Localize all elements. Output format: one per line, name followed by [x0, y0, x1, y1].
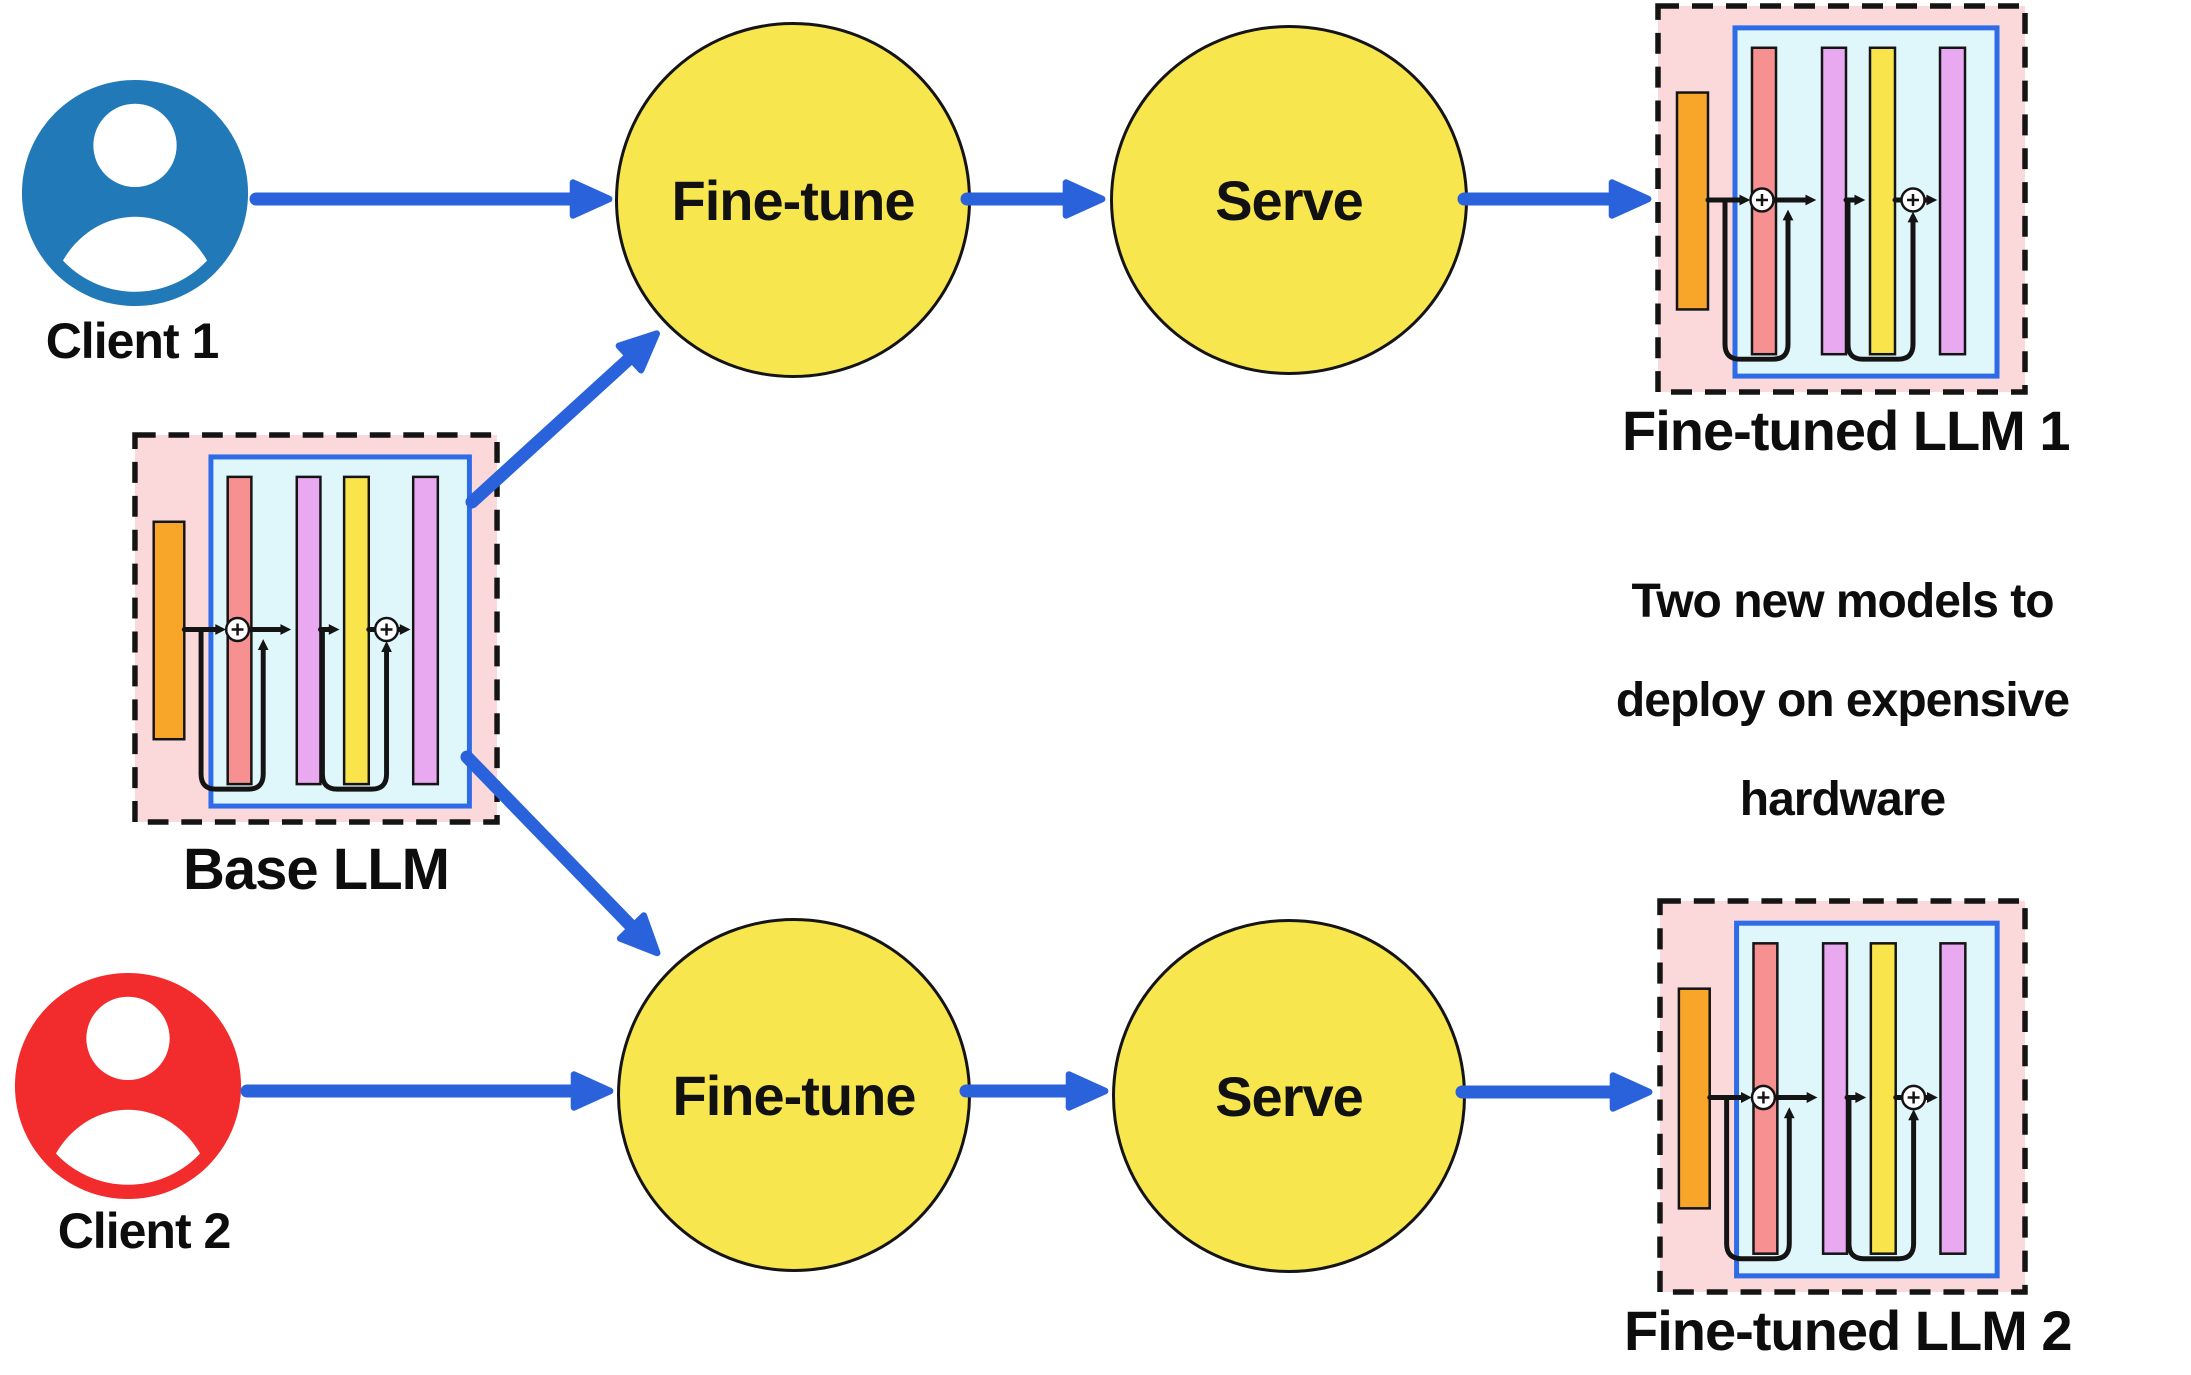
residual-skip-loop	[198, 627, 269, 792]
serve-node-1: Serve	[1110, 25, 1468, 375]
annotation-line-3: hardware	[1739, 773, 1946, 826]
plus-in-circle-icon	[1749, 187, 1926, 213]
finetune-node-2-label: Fine-tune	[672, 1063, 917, 1127]
annotation-line-1: Two new models to	[1631, 575, 2054, 628]
finetune-node-1: Fine-tune	[615, 22, 971, 378]
ffn-bar	[1869, 942, 1897, 1255]
llm-flow-lines	[1705, 194, 1938, 362]
ffn-bar	[1868, 46, 1897, 356]
annotation-text: Two new models to deploy on expensive ha…	[1575, 552, 2110, 849]
client1-avatar	[16, 74, 254, 312]
embedding-bar	[152, 520, 186, 741]
avatar-head	[86, 996, 170, 1081]
base-llm-label: Base LLM	[183, 837, 450, 902]
avatar-shoulders	[49, 216, 221, 292]
plus-in-circle-icon	[1750, 1084, 1927, 1111]
ffn-bar	[342, 475, 371, 786]
serve-node-2: Serve	[1112, 919, 1466, 1273]
plus-in-circle-icon	[224, 616, 400, 643]
llm-diagram	[132, 432, 500, 825]
layer-bar	[295, 475, 322, 786]
llm-flow-lines	[181, 624, 411, 792]
avatar-head	[93, 103, 177, 188]
serve-node-1-label: Serve	[1215, 168, 1364, 232]
finetune-node-2: Fine-tune	[617, 918, 971, 1272]
residual-skip-loop	[1845, 197, 1919, 362]
residual-skip-loop	[1722, 197, 1794, 362]
client1-label: Client 1	[45, 313, 220, 369]
layer-bar	[1939, 942, 1967, 1255]
serve-node-2-label: Serve	[1215, 1064, 1364, 1128]
finetuned-llm1-box	[1655, 3, 2028, 395]
annotation-line-2: deploy on expensive	[1615, 674, 2070, 727]
layer-bar	[1821, 942, 1849, 1255]
residual-skip-loop	[1846, 1094, 1920, 1262]
layer-bar	[411, 475, 440, 786]
llm-diagram	[1657, 898, 2028, 1295]
layer-bar	[1938, 46, 1967, 356]
person-avatar-icon	[21, 79, 249, 307]
client2-avatar	[9, 967, 247, 1205]
person-avatar-icon	[14, 972, 242, 1200]
embedding-bar	[1675, 91, 1710, 311]
layer-bar	[1820, 46, 1848, 356]
llm-flow-lines	[1707, 1092, 1938, 1262]
embedding-bar	[1677, 987, 1711, 1210]
residual-skip-loop	[319, 627, 392, 792]
llm-diagram	[1655, 3, 2028, 395]
avatar-shoulders	[42, 1109, 214, 1185]
client2-label: Client 2	[57, 1203, 232, 1259]
residual-skip-loop	[1724, 1094, 1795, 1262]
finetuned-llm2-box	[1657, 898, 2028, 1295]
finetuned-llm1-label: Fine-tuned LLM 1	[1622, 399, 2071, 462]
finetuned-llm2-label: Fine-tuned LLM 2	[1624, 1299, 2073, 1362]
finetune-node-1-label: Fine-tune	[671, 168, 916, 232]
base-llm-box	[132, 432, 500, 825]
